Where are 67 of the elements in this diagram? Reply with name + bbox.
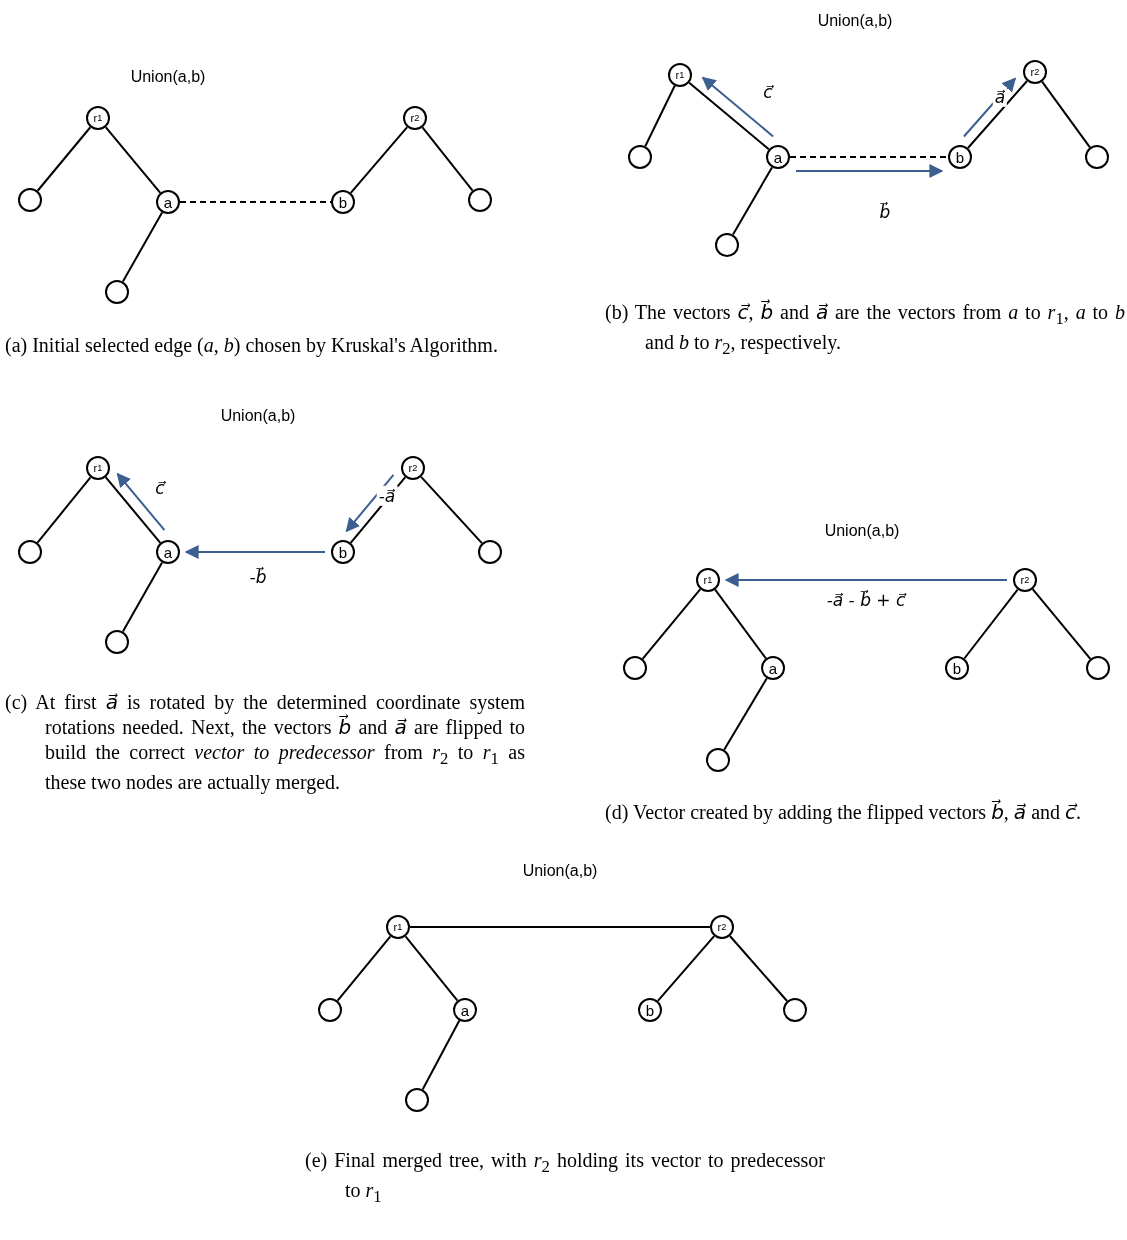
node-circle: a xyxy=(156,190,180,214)
node-circle: b xyxy=(945,656,969,680)
leaf-circle xyxy=(623,656,647,680)
leaf-circle xyxy=(18,188,42,212)
dashed-line xyxy=(789,156,949,158)
tree-edge xyxy=(732,166,773,236)
edge-label: a⃗ xyxy=(992,86,1008,108)
vector-arrow xyxy=(795,164,944,178)
leaf-circle xyxy=(783,998,807,1022)
tree-edge xyxy=(104,476,162,544)
node-circle: b xyxy=(638,998,662,1022)
panel-heading: Union(a,b) xyxy=(130,68,206,86)
tree-edge xyxy=(36,476,92,544)
tree-edge xyxy=(420,475,483,545)
node-circle: b xyxy=(331,190,355,214)
tree-edge xyxy=(336,935,392,1002)
node-circle: a xyxy=(453,998,477,1022)
tree-edge xyxy=(421,126,474,192)
tree-edge xyxy=(656,935,716,1002)
leaf-circle xyxy=(18,540,42,564)
leaf-circle xyxy=(1086,656,1110,680)
tree-edge xyxy=(963,588,1019,660)
leaf-circle xyxy=(478,540,502,564)
node-circle: a xyxy=(156,540,180,564)
leaf-circle xyxy=(105,280,129,304)
tree-edge xyxy=(688,81,770,151)
node-circle: b xyxy=(948,145,972,169)
tree-edge xyxy=(1031,588,1092,660)
tree-edge xyxy=(121,211,164,283)
vector-arrow xyxy=(701,76,775,138)
leaf-circle xyxy=(105,630,129,654)
tree-edge xyxy=(728,935,789,1002)
leaf-circle xyxy=(715,233,739,257)
leaf-circle xyxy=(405,1088,429,1112)
panel-heading: Union(a,b) xyxy=(522,862,598,880)
panel-heading: Union(a,b) xyxy=(220,407,296,425)
leaf-circle xyxy=(1085,145,1109,169)
tree-edge xyxy=(644,84,676,148)
tree-edge xyxy=(421,1019,461,1091)
tree-edge xyxy=(714,588,767,660)
node-circle: b xyxy=(331,540,355,564)
caption: (a) Initial selected edge (a, b) chosen by Kruskal's Algorithm. xyxy=(5,333,499,358)
leaf-circle xyxy=(318,998,342,1022)
tree-edge xyxy=(121,561,164,633)
tree-edge xyxy=(404,935,459,1002)
leaf-circle xyxy=(706,748,730,772)
dashed-line xyxy=(179,201,332,203)
tree-edge xyxy=(641,588,702,660)
tree-edge xyxy=(104,126,162,194)
tree-edge xyxy=(1041,80,1091,149)
vector-arrow xyxy=(724,573,1008,587)
panel-heading: Union(a,b) xyxy=(817,12,893,30)
leaf-circle xyxy=(468,188,492,212)
tree-edge xyxy=(36,126,92,192)
edge-label: -a⃗ xyxy=(376,485,398,507)
vector-arrow xyxy=(116,472,166,532)
vector-arrow xyxy=(345,473,395,533)
panel-heading: Union(a,b) xyxy=(824,522,900,540)
node-circle: a xyxy=(761,656,785,680)
vector-arrow xyxy=(184,545,326,559)
tree-edge xyxy=(723,677,768,751)
node-circle: a xyxy=(766,145,790,169)
leaf-circle xyxy=(628,145,652,169)
tree-edge xyxy=(349,126,409,194)
tree-edge xyxy=(966,80,1029,149)
caption: (d) Vector created by adding the flipped vectors b⃗, a⃗ and c⃗. xyxy=(605,800,1082,825)
tree-edge xyxy=(409,926,711,928)
